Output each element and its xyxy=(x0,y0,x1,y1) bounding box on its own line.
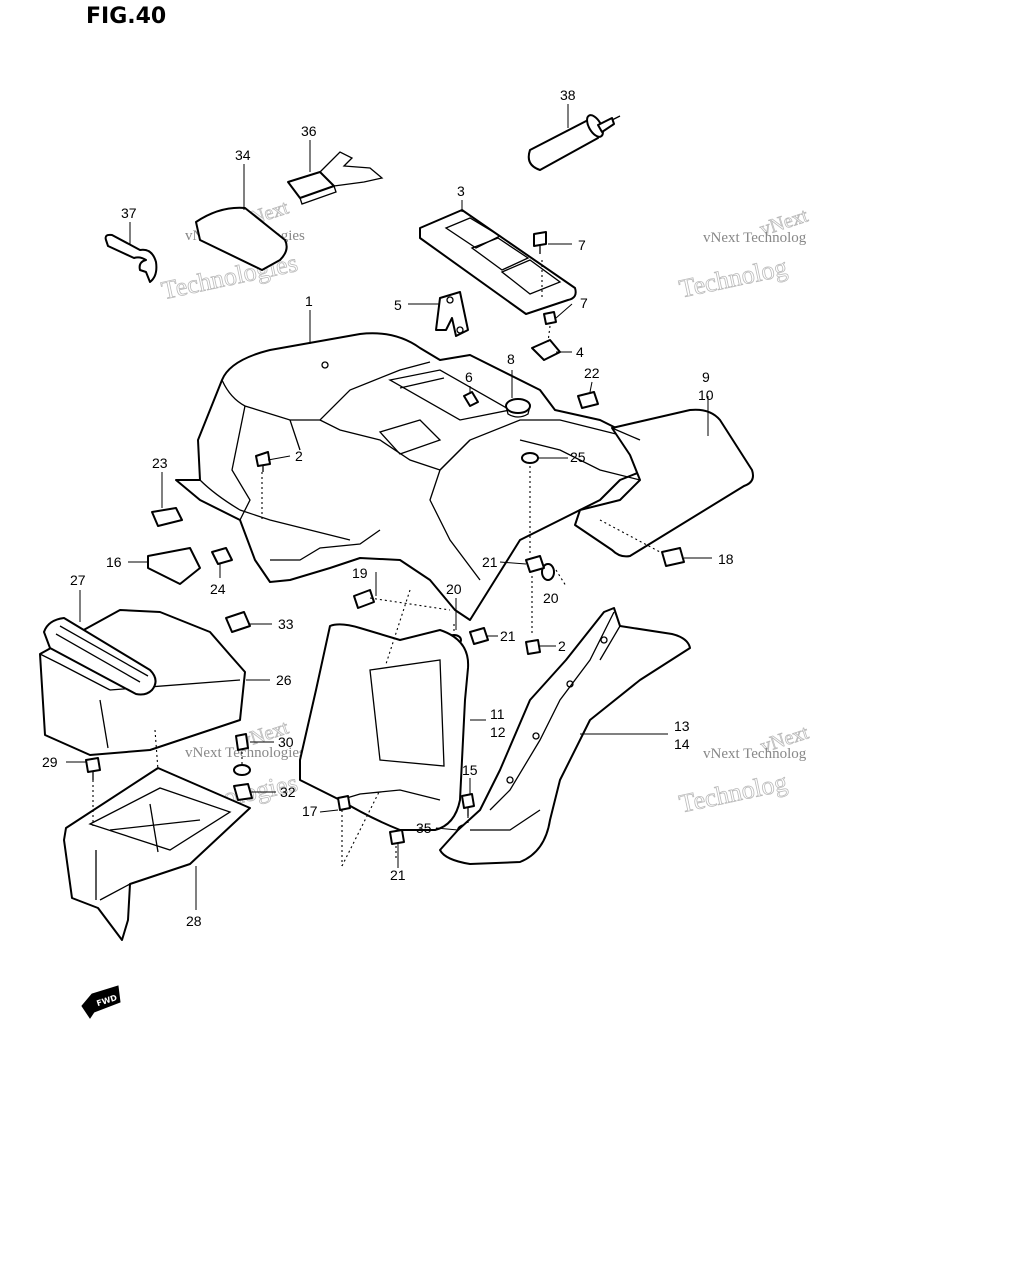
part-11-12-inner-panel xyxy=(299,623,470,831)
assembly-lines xyxy=(92,260,661,867)
part-38-cylinder xyxy=(527,114,621,171)
label-2b: 2 xyxy=(558,638,566,654)
label-12: 12 xyxy=(490,724,506,740)
watermark-outline: Technolog xyxy=(677,767,790,818)
label-18: 18 xyxy=(718,551,734,567)
label-13: 13 xyxy=(674,718,690,734)
label-20b: 20 xyxy=(543,590,559,606)
watermark-top-right: vNext vNext Technolog Technolog xyxy=(676,204,811,304)
figure-title: FIG.40 xyxy=(86,4,167,29)
label-21c: 21 xyxy=(390,867,406,883)
label-38: 38 xyxy=(560,87,576,103)
label-22: 22 xyxy=(584,365,600,381)
part-16-reflector xyxy=(147,547,201,585)
label-30: 30 xyxy=(278,734,294,750)
label-16: 16 xyxy=(106,554,122,570)
label-10: 10 xyxy=(698,387,714,403)
label-35: 35 xyxy=(416,820,432,836)
part-36-clip xyxy=(287,151,384,205)
label-19: 19 xyxy=(352,565,368,581)
label-27: 27 xyxy=(70,572,86,588)
label-7b: 7 xyxy=(580,295,588,311)
label-37: 37 xyxy=(121,205,137,221)
part-21-nuts xyxy=(389,555,545,845)
part-34-pad xyxy=(195,206,288,271)
label-20a: 20 xyxy=(446,581,462,597)
label-11: 11 xyxy=(490,706,505,722)
label-29: 29 xyxy=(42,754,58,770)
label-34: 34 xyxy=(235,147,251,163)
watermark-text: vNext Technolog xyxy=(703,230,807,246)
part-25-nut xyxy=(521,452,539,464)
watermark-text: vNext Technologies xyxy=(185,745,305,761)
label-7a: 7 xyxy=(578,237,586,253)
label-1: 1 xyxy=(305,293,313,309)
part-5-bracket xyxy=(435,291,469,337)
part-3-carrier-plate xyxy=(419,209,577,315)
part-17-bolt xyxy=(337,795,351,811)
label-2a: 2 xyxy=(295,448,303,464)
label-14: 14 xyxy=(674,736,690,752)
label-33: 33 xyxy=(278,616,294,632)
part-27-lid-frame xyxy=(43,617,157,696)
part-30-bolt xyxy=(235,733,249,751)
part-labels: 38 36 34 37 3 7 7 5 4 1 6 8 22 9 10 25 2… xyxy=(42,87,734,929)
label-23: 23 xyxy=(152,455,168,471)
part-32-nut xyxy=(233,783,253,801)
watermark-mid-right: vNext vNext Technolog Technolog xyxy=(676,721,812,819)
part-9-10-mud-flap xyxy=(574,408,754,558)
part-4-bracket xyxy=(531,339,561,361)
part-15-bolt xyxy=(461,793,475,816)
watermark-text: vNext Technolog xyxy=(703,746,807,762)
part-8-grommet xyxy=(505,398,531,418)
watermark-outline: Technolog xyxy=(677,252,790,303)
part-13-14-side-guard xyxy=(439,607,691,865)
label-36: 36 xyxy=(301,123,317,139)
part-2-screws xyxy=(255,451,541,655)
label-6: 6 xyxy=(465,369,473,385)
label-4: 4 xyxy=(576,344,584,360)
part-33-pad xyxy=(225,611,251,633)
part-18-bolt xyxy=(661,547,685,567)
label-8: 8 xyxy=(507,351,515,367)
label-26: 26 xyxy=(276,672,292,688)
part-1-rear-fender xyxy=(175,332,646,621)
part-6-clip xyxy=(463,391,479,407)
label-5: 5 xyxy=(394,297,402,313)
label-3: 3 xyxy=(457,183,465,199)
part-28-guard xyxy=(63,767,251,941)
label-17: 17 xyxy=(302,803,318,819)
label-24: 24 xyxy=(210,581,226,597)
label-15: 15 xyxy=(462,762,478,778)
part-7-bolts xyxy=(533,231,557,325)
forward-arrow-icon: FWD xyxy=(81,985,121,1019)
label-21b: 21 xyxy=(500,628,516,644)
part-19-bolt xyxy=(353,589,375,609)
part-23-pad xyxy=(151,507,183,527)
label-21a: 21 xyxy=(482,554,498,570)
label-9: 9 xyxy=(702,369,710,385)
label-25: 25 xyxy=(570,449,586,465)
part-24-pad xyxy=(211,547,233,565)
part-31-washer xyxy=(233,764,251,776)
part-37-wrench xyxy=(104,233,158,283)
part-29-bolt xyxy=(85,757,101,780)
leader-lines xyxy=(66,104,712,910)
label-32: 32 xyxy=(280,784,296,800)
label-28: 28 xyxy=(186,913,202,929)
part-22-pad xyxy=(577,391,599,409)
